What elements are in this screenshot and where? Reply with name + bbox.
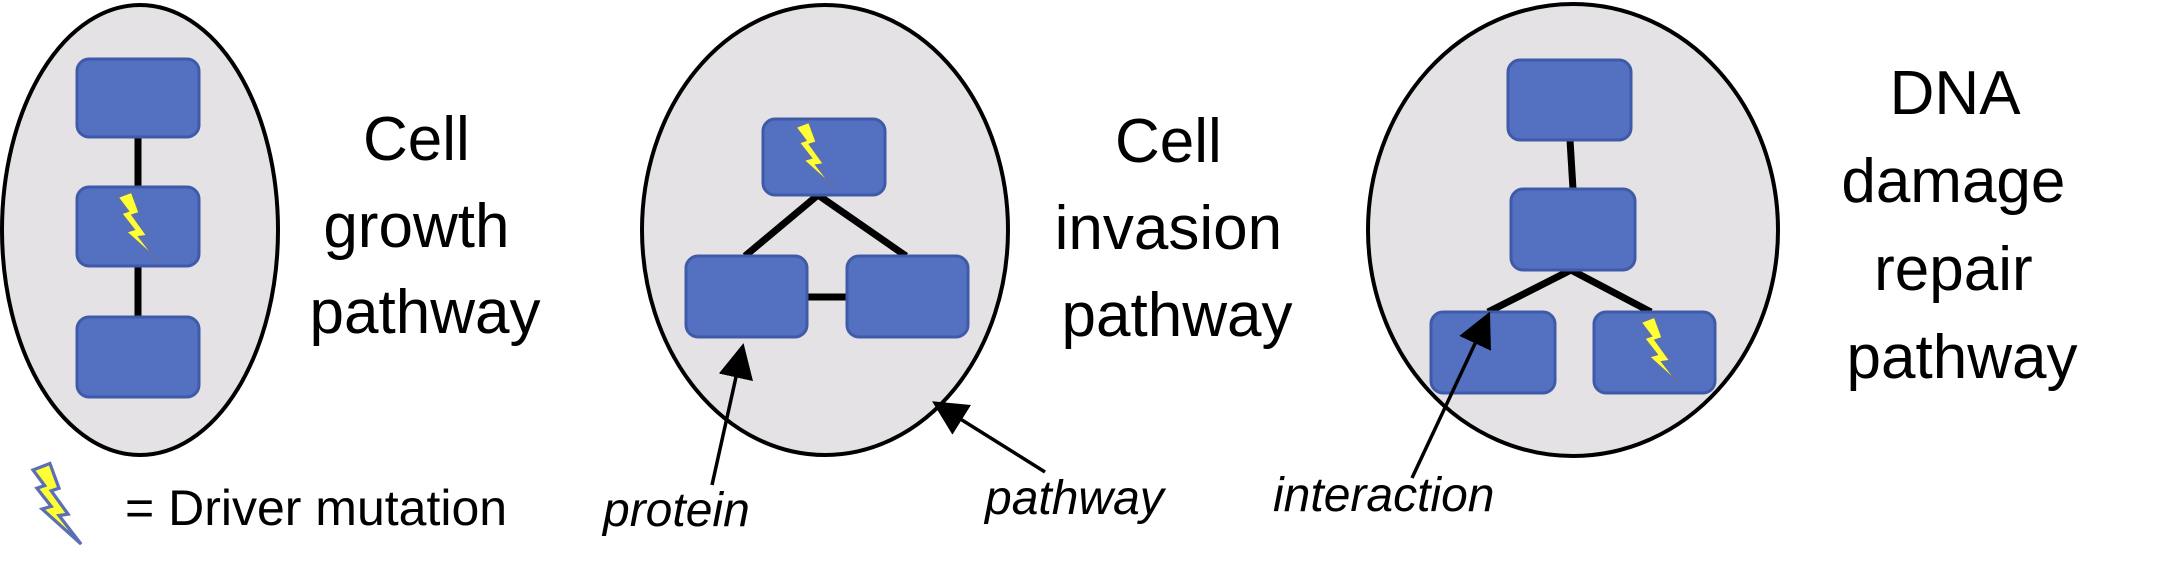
pathway-label: Cell invasion pathway bbox=[1055, 107, 1300, 350]
protein-node bbox=[1429, 310, 1557, 395]
protein-node bbox=[684, 254, 809, 339]
pathway-dna-damage-repair: DNA damage repair pathway bbox=[1366, 2, 2082, 458]
pathway-cell-invasion: Cell invasion pathway bbox=[640, 3, 1300, 457]
interaction-arrow bbox=[1410, 311, 1491, 479]
legend-text: = Driver mutation bbox=[125, 480, 507, 536]
protein-node bbox=[1509, 187, 1637, 272]
protein-node bbox=[845, 254, 970, 339]
protein-node bbox=[75, 315, 201, 399]
interaction-annotation: interaction bbox=[1273, 469, 1494, 522]
interaction-edge bbox=[742, 192, 821, 259]
protein-annotation: protein bbox=[601, 484, 750, 537]
protein-node bbox=[761, 117, 887, 197]
annotations: protein pathway interaction bbox=[601, 311, 1494, 537]
protein-node bbox=[1506, 58, 1633, 142]
interaction-edge bbox=[1569, 266, 1653, 316]
pathway-label: DNA damage repair pathway bbox=[1841, 59, 2082, 392]
pathway-ellipse bbox=[640, 3, 1010, 457]
pathway-annotation: pathway bbox=[983, 472, 1167, 525]
protein-arrow bbox=[710, 343, 754, 486]
lightning-bolt-icon bbox=[31, 461, 83, 546]
interaction-edge bbox=[816, 192, 908, 259]
legend: = Driver mutation bbox=[31, 461, 507, 546]
pathway-cell-growth: Cell growth pathway bbox=[0, 3, 541, 457]
protein-node bbox=[75, 57, 201, 139]
interaction-edge bbox=[1486, 266, 1573, 316]
pathway-label: Cell growth pathway bbox=[310, 105, 541, 347]
interaction-edge bbox=[1566, 139, 1577, 190]
pathway-arrow bbox=[932, 401, 1046, 474]
